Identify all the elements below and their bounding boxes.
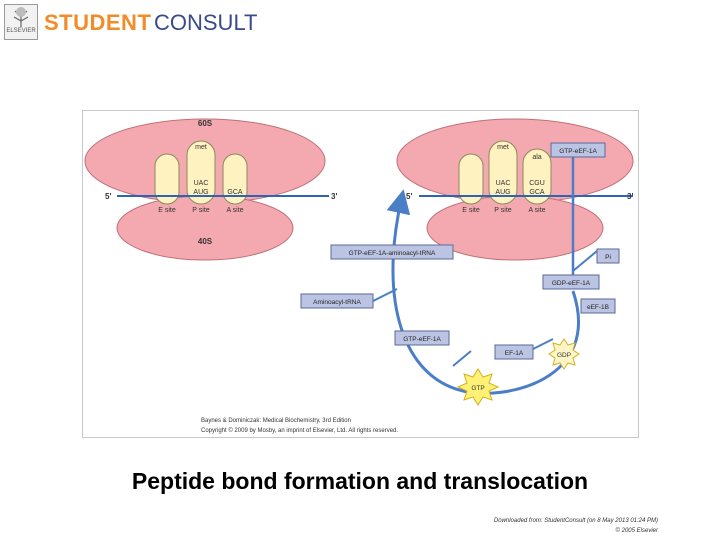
aminoacyl-box	[300, 293, 374, 309]
right-trna-a	[522, 148, 552, 205]
left-three-prime: 3'	[331, 192, 337, 201]
left-site-p: P site	[192, 207, 209, 214]
eef1b-label: eEF-1B	[587, 304, 609, 311]
right-anticodon-p: UAC	[496, 180, 511, 187]
translation-diagram: 60S 40S 5' 3' met UAC AUG GCA E site P s…	[82, 110, 639, 438]
student-consult-logo[interactable]: ELSEVIER STUDENT CONSULT	[4, 4, 258, 40]
right-ala-label: ala	[532, 154, 541, 161]
logo-elsevier-text: ELSEVIER	[6, 28, 36, 34]
right-five-prime: 5'	[406, 192, 412, 201]
left-anticodon-p: UAC	[194, 180, 209, 187]
left-codon-a: GCA	[227, 189, 243, 196]
right-ribosome: GTP-eEF-1A 5' 3' met ala UAC CGU AUG GCA…	[396, 118, 634, 281]
left-40s-label: 40S	[198, 237, 213, 246]
gdp-eef-box	[542, 274, 600, 290]
eef1a-box	[494, 344, 534, 360]
right-three-prime: 3'	[627, 192, 633, 201]
ternary-complex-label: GTP-eEF-1A-aminoacyl-tRNA	[349, 250, 436, 257]
left-trna-p	[186, 140, 216, 205]
eef1a-label: EF-1A	[505, 350, 524, 357]
gdp-label: GDP	[557, 352, 571, 359]
diagram-svg: 60S 40S 5' 3' met UAC AUG GCA E site P s…	[84, 118, 634, 434]
left-ribosome: 60S 40S 5' 3' met UAC AUG GCA E site P s…	[84, 118, 337, 261]
ternary-complex-box	[330, 244, 454, 260]
right-site-a: A site	[528, 207, 545, 214]
left-met-label: met	[195, 144, 207, 151]
logo-student-text: STUDENT	[44, 10, 152, 35]
copyright-note: © 2005 Elsevier	[615, 528, 658, 534]
eef-cycle: GTP-eEF-1A-aminoacyl-tRNA Aminoacyl-tRNA…	[300, 189, 620, 406]
eef1b-box	[580, 298, 616, 314]
left-site-a: A site	[226, 207, 243, 214]
left-five-prime: 5'	[105, 192, 111, 201]
aminoacyl-label: Aminoacyl-tRNA	[313, 299, 361, 306]
gdp-branch	[532, 338, 554, 350]
right-trna-e	[458, 153, 484, 205]
gtp-label: GTP	[471, 385, 484, 392]
pi-label: Pi	[605, 254, 611, 261]
right-site-p: P site	[494, 207, 511, 214]
credit-line-2: Copyright © 2009 by Mosby, an imprint of…	[201, 427, 398, 434]
pi-box	[596, 248, 620, 264]
elsevier-tree-icon	[4, 4, 38, 40]
left-60s-label: 60S	[198, 119, 213, 128]
right-site-e: E site	[462, 207, 480, 214]
slide-caption: Peptide bond formation and translocation	[131, 468, 589, 494]
right-codon-p: AUG	[495, 189, 510, 196]
gtp-branch	[452, 350, 472, 367]
gtp-eef-label: GTP-eEF-1A	[403, 336, 441, 343]
gdp-eef-label: GDP-eEF-1A	[552, 280, 591, 287]
credit-line-1: Baynes & Dominiczak: Medical Biochemistr…	[201, 418, 351, 424]
gtp-starburst	[456, 368, 500, 406]
right-factor-label: GTP-eEF-1A	[559, 148, 597, 155]
left-trna-e	[154, 153, 180, 205]
right-codon-a: GCA	[529, 189, 545, 196]
left-site-e: E site	[158, 207, 176, 214]
pi-branch	[572, 250, 598, 272]
left-trna-a	[222, 153, 248, 205]
right-met-label: met	[497, 144, 509, 151]
download-note: Downloaded from: StudentConsult (on 8 Ma…	[493, 518, 658, 524]
gdp-starburst	[548, 338, 580, 370]
right-trna-p	[488, 140, 518, 205]
right-factor-box	[550, 142, 606, 158]
left-40s-subunit	[116, 195, 294, 261]
left-codon-p: AUG	[193, 189, 208, 196]
logo-consult-text: CONSULT	[154, 10, 258, 35]
gtp-eef-box	[394, 330, 450, 346]
aminoacyl-branch	[372, 288, 398, 302]
right-anticodon-a: CGU	[529, 180, 545, 187]
